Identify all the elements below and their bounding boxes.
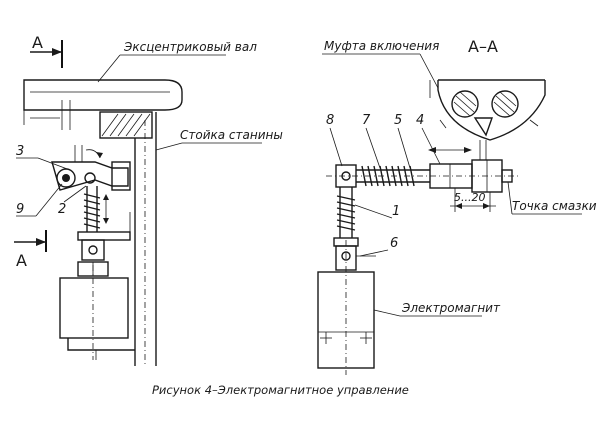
hatched-block xyxy=(99,111,153,139)
lever-assembly xyxy=(51,145,131,191)
section-mark-a-top: A xyxy=(30,33,63,68)
section-aa-title: A–A xyxy=(468,37,498,56)
label-clutch: Муфта включения xyxy=(324,39,439,53)
horizontal-rod-assembly xyxy=(326,140,520,193)
left-electromagnet xyxy=(59,261,135,360)
label-lube-point: Точка смазки xyxy=(512,199,597,213)
left-spring-rod xyxy=(77,186,131,261)
item-number-3: 3 xyxy=(16,144,24,159)
right-view: A–A xyxy=(317,37,597,375)
figure-caption: Рисунок 4–Электромагнитное управление xyxy=(152,383,409,397)
label-electromagnet: Электромагнит xyxy=(401,301,501,315)
item-number-2: 2 xyxy=(58,202,66,217)
dimension-text: 5...20 xyxy=(454,191,486,204)
right-electromagnet xyxy=(317,240,375,375)
item-number-5: 5 xyxy=(394,113,402,128)
left-view: A xyxy=(14,33,283,366)
section-a-top-letter: A xyxy=(32,33,43,52)
item-number-8: 8 xyxy=(326,113,334,128)
clutch-section: A–A xyxy=(429,37,546,141)
section-a-bottom-letter: A xyxy=(16,251,27,270)
item-number-7: 7 xyxy=(362,113,371,128)
vertical-rod-spring xyxy=(333,187,376,271)
section-mark-a-bottom: A xyxy=(14,230,47,270)
label-frame-post: Стойка станины xyxy=(180,128,283,142)
dimension-5-20: 5...20 xyxy=(450,188,496,212)
label-eccentric-shaft: Эксцентриковый вал xyxy=(123,40,257,54)
item-number-6: 6 xyxy=(390,236,398,251)
eccentric-shaft-housing xyxy=(23,79,183,130)
item-number-9: 9 xyxy=(16,202,24,217)
frame-post xyxy=(134,112,157,366)
item-number-1: 1 xyxy=(392,204,400,219)
item-number-4: 4 xyxy=(416,113,424,128)
